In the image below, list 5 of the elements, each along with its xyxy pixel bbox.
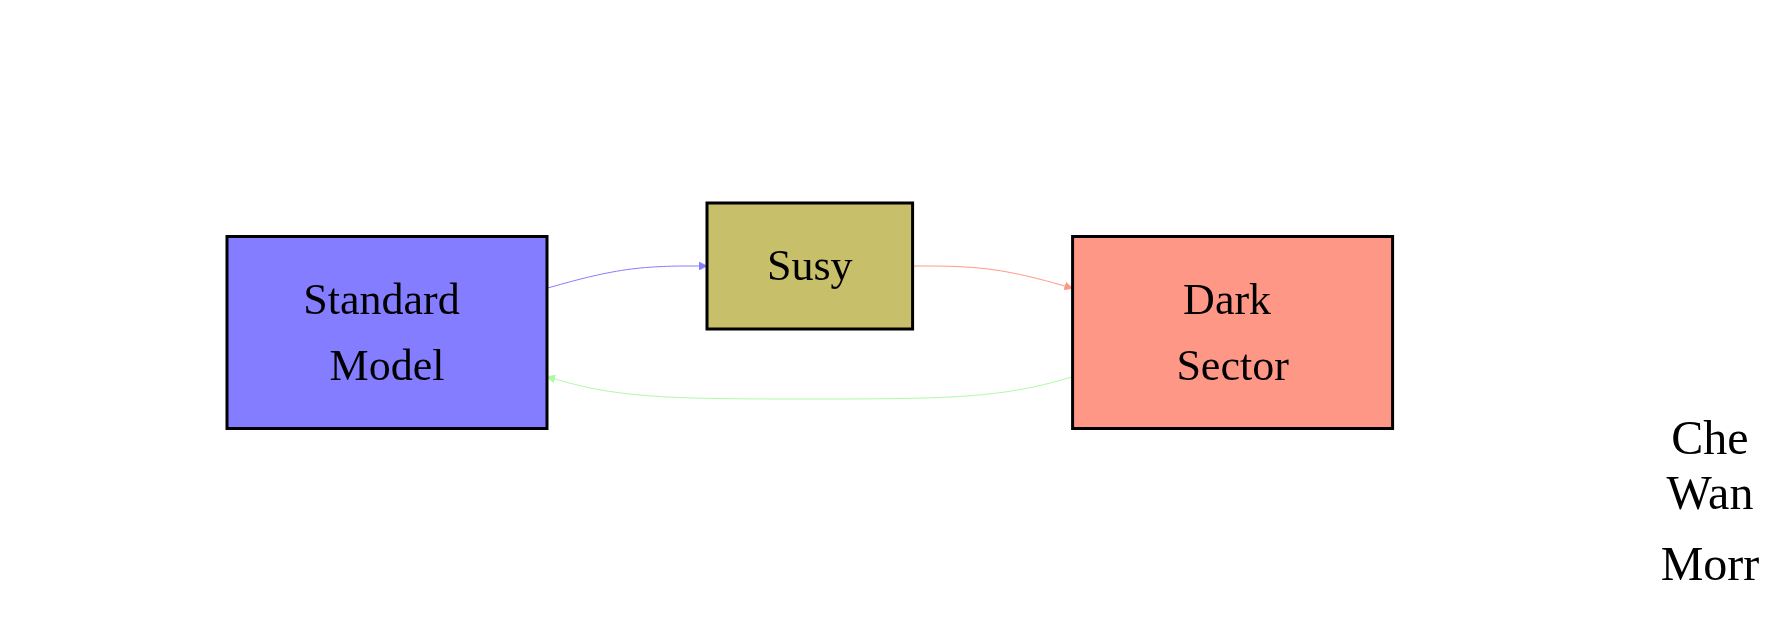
node-box: Susy	[705, 201, 915, 331]
node-box: Dark Sector	[1071, 235, 1395, 431]
note-text: Morr	[1659, 536, 1761, 591]
note-text: Che Wan	[1665, 410, 1755, 520]
node-box: Standard Model	[225, 235, 549, 431]
